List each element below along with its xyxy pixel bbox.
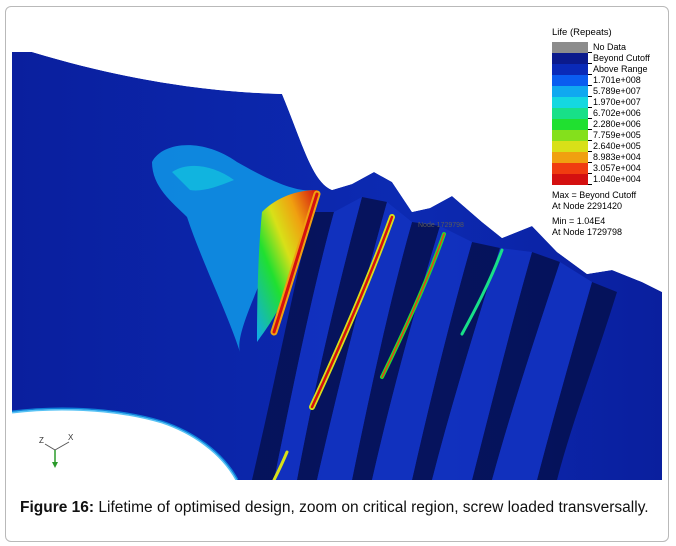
triad-x-label: X (68, 433, 74, 442)
lower-left-edge (12, 407, 239, 480)
legend-swatch (552, 129, 588, 141)
legend-swatch (552, 140, 588, 152)
legend-swatch (552, 173, 588, 185)
legend-entry: 1.040e+004 (552, 173, 664, 185)
axis-triad-icon (44, 441, 70, 468)
axis-triad: X Z (35, 430, 75, 470)
legend-label: 2.280e+006 (593, 118, 641, 129)
legend-tick (588, 183, 592, 185)
legend-entry: 1.970e+007 (552, 96, 664, 108)
legend-swatch (552, 107, 588, 119)
legend-tick (588, 128, 592, 130)
node-annotation: Node 1729798 (418, 222, 464, 229)
legend-tick (588, 106, 592, 108)
caption-label: Figure 16: (20, 499, 95, 516)
legend-entry: 3.057e+004 (552, 162, 664, 174)
legend-entry: No Data (552, 41, 664, 53)
legend-swatch (552, 85, 588, 97)
legend-label: 6.702e+006 (593, 107, 641, 118)
legend-tick (588, 172, 592, 174)
legend-tick (588, 150, 592, 152)
legend-swatch (552, 118, 588, 130)
lower-left-void (12, 409, 237, 480)
legend-label: 5.789e+007 (593, 85, 641, 96)
legend-label: 1.701e+008 (593, 74, 641, 85)
legend-swatch (552, 63, 588, 75)
legend-swatch (552, 96, 588, 108)
legend-swatch (552, 162, 588, 174)
legend-entry: 7.759e+005 (552, 129, 664, 141)
legend-tick (588, 84, 592, 86)
figure-caption: Figure 16: Lifetime of optimised design,… (20, 497, 660, 518)
legend-label: Beyond Cutoff (593, 52, 650, 63)
legend-swatch (552, 74, 588, 86)
legend-min-node: At Node 1729798 (552, 226, 623, 237)
legend-label: Above Range (593, 63, 648, 74)
legend-entry: Beyond Cutoff (552, 52, 664, 64)
legend-swatch (552, 41, 588, 53)
legend-min: Min = 1.04E4 (552, 215, 606, 226)
critical-zone-gradient (257, 190, 317, 342)
legend-label: 8.983e+004 (593, 151, 641, 162)
triad-z-label: Z (39, 436, 44, 445)
legend-label: 1.970e+007 (593, 96, 641, 107)
legend-label: 2.640e+005 (593, 140, 641, 151)
upper-background (12, 12, 662, 292)
legend-tick (588, 95, 592, 97)
legend-label: 3.057e+004 (593, 162, 641, 173)
legend-tick (588, 161, 592, 163)
legend-tick (588, 73, 592, 75)
neck-stress-zone-light (172, 165, 234, 191)
legend-entry: 5.789e+007 (552, 85, 664, 97)
legend-entry: 2.280e+006 (552, 118, 664, 130)
legend-entry: 8.983e+004 (552, 151, 664, 163)
screw-model-render (12, 12, 662, 480)
legend-stats: Max = Beyond Cutoff At Node 2291420 Min … (552, 190, 664, 238)
legend-tick (588, 51, 592, 53)
legend-entry: Above Range (552, 63, 664, 75)
legend-entry: 2.640e+005 (552, 140, 664, 152)
legend-max-node: At Node 2291420 (552, 200, 623, 211)
legend-max: Max = Beyond Cutoff (552, 189, 637, 200)
legend-title: Life (Repeats) (552, 27, 612, 38)
legend-label: 7.759e+005 (593, 129, 641, 140)
legend-label: 1.040e+004 (593, 173, 641, 184)
legend-label: No Data (593, 41, 627, 52)
legend-tick (588, 117, 592, 119)
legend-entry: 1.701e+008 (552, 74, 664, 86)
legend-tick (588, 62, 592, 64)
legend-entry: 6.702e+006 (552, 107, 664, 119)
legend-swatch (552, 151, 588, 163)
caption-text: Lifetime of optimised design, zoom on cr… (94, 499, 649, 516)
legend-swatch (552, 52, 588, 64)
legend-tick (588, 139, 592, 141)
fea-render (12, 12, 662, 480)
critical-thread-lines (270, 190, 504, 480)
thread-crests (274, 197, 592, 480)
neck-stress-zone-cyan (152, 145, 312, 352)
